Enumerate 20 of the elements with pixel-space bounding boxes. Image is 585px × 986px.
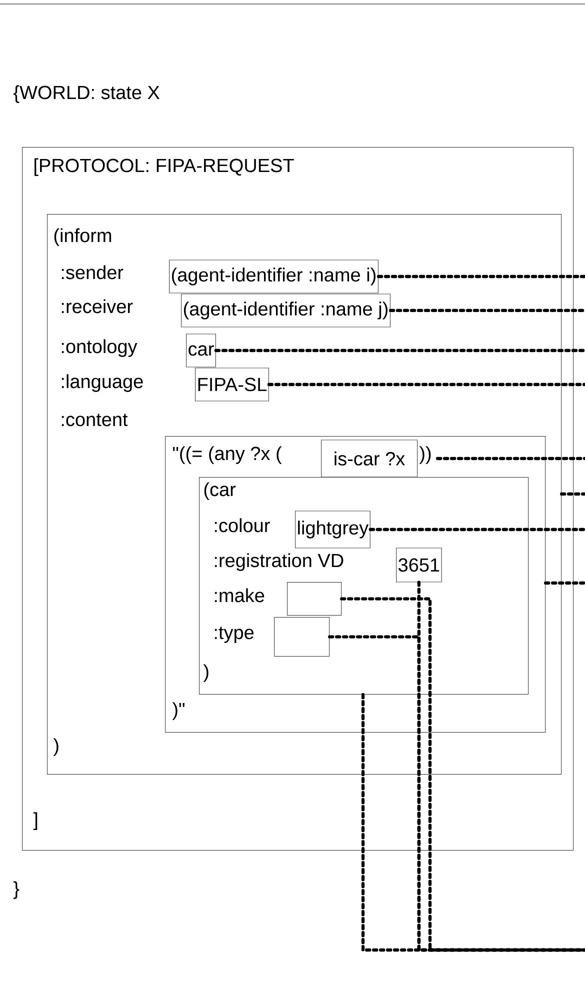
bracket-text: } <box>14 881 20 899</box>
dotted-connector <box>544 581 585 585</box>
value-box: is-car ?x <box>321 440 418 478</box>
dotted-connector <box>368 528 585 532</box>
dotted-connector <box>214 348 585 352</box>
value-box <box>274 617 330 657</box>
value-box: car <box>186 334 216 368</box>
value-box: (agent-identifier :name j) <box>181 294 391 328</box>
dotted-connector <box>267 382 585 386</box>
value-box: lightgrey <box>295 510 370 548</box>
dotted-connector <box>560 492 585 496</box>
dotted-connector <box>388 308 585 312</box>
value-box: 3651 <box>396 548 442 582</box>
value-box: FIPA-SL <box>195 368 269 402</box>
value-box <box>287 582 342 616</box>
dotted-connector <box>376 274 585 278</box>
dotted-connector <box>361 693 585 952</box>
bracket-text: {WORLD: state X <box>14 85 160 103</box>
dotted-connector <box>436 456 585 460</box>
value-box: (agent-identifier :name i) <box>169 260 379 294</box>
